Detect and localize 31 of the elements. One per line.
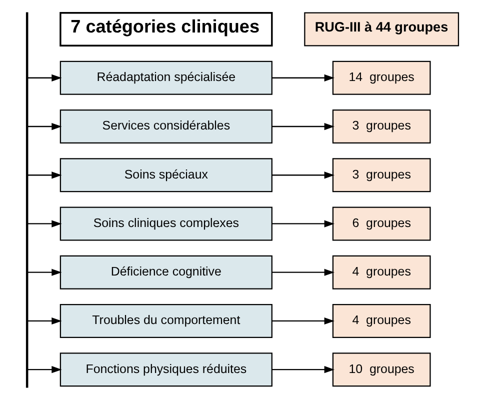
node-box: Soins spéciaux — [60, 158, 272, 192]
node-box: Services considérables — [60, 110, 272, 144]
node-box: 3 groupes — [332, 110, 431, 144]
node-box: Fonctions physiques réduites — [60, 352, 272, 387]
node-box: 14 groupes — [332, 60, 431, 95]
node-box: Réadaptation spécialisée — [60, 60, 272, 95]
node-box: 7 catégories cliniques — [60, 12, 273, 46]
arrow — [28, 122, 62, 130]
arrow — [272, 366, 334, 374]
arrow — [28, 366, 62, 374]
arrow — [28, 74, 62, 82]
arrow — [28, 172, 62, 179]
node-box: Troubles du comportement — [60, 304, 272, 338]
node-box: 6 groupes — [332, 206, 431, 241]
node-box: 10 groupes — [332, 352, 431, 387]
node-box: 3 groupes — [332, 158, 431, 192]
node-box: Déficience cognitive — [60, 255, 272, 290]
arrow — [272, 172, 334, 179]
arrow — [272, 317, 334, 325]
node-box: RUG-III à 44 groupes — [304, 12, 460, 46]
node-bar — [26, 12, 28, 388]
arrow — [28, 317, 62, 325]
arrow — [28, 268, 62, 276]
node-box: Soins cliniques complexes — [60, 206, 272, 241]
arrow — [28, 220, 62, 228]
arrow — [272, 268, 334, 276]
node-box: 4 groupes — [332, 304, 431, 338]
arrow — [272, 220, 334, 228]
arrow — [272, 122, 334, 130]
node-box: 4 groupes — [332, 255, 431, 290]
arrow — [272, 74, 334, 82]
